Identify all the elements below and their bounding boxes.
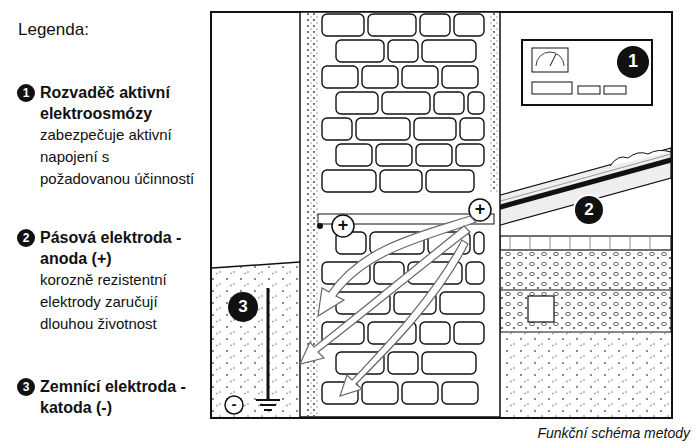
anode-terminal	[332, 215, 354, 237]
soil	[212, 262, 300, 417]
callout-number: 3	[23, 380, 30, 394]
callout-circle	[228, 292, 258, 322]
callout-circle	[574, 195, 604, 225]
legend-marker	[17, 378, 35, 396]
legend-marker	[17, 84, 35, 102]
callout-circle	[617, 46, 649, 78]
cathode-terminal	[225, 396, 243, 414]
callout-number: 2	[23, 231, 30, 245]
anode-channel	[497, 148, 671, 226]
legend-item: Zemnící elektroda - katoda (-)	[40, 376, 205, 418]
floor	[500, 236, 671, 250]
stone-wall	[300, 12, 500, 417]
legend-item: Pásová elektroda - anoda (+)	[40, 227, 205, 269]
callout-number: 3	[238, 297, 247, 317]
legend-heading: Legenda:	[18, 20, 89, 40]
polarity-sign: +	[475, 199, 486, 221]
legend-item: Rozvaděč aktivní elektroosmózy	[40, 82, 205, 124]
legend-note: korozně rezistentní elektrody zaručují d…	[40, 269, 200, 335]
callout-number: 2	[584, 200, 593, 220]
current-arrows	[300, 216, 476, 396]
callout-number: 1	[628, 51, 638, 73]
distribution-box	[522, 40, 652, 105]
legend-note: zabezpečuje aktivní napojení s požadovan…	[40, 124, 200, 190]
frame	[211, 12, 672, 418]
callout-number: 1	[23, 86, 30, 100]
polarity-sign: +	[338, 215, 349, 237]
figure-caption: Funkční schéma metody	[537, 425, 690, 442]
ground-electrode	[267, 288, 270, 400]
polarity-sign: -	[232, 395, 237, 413]
legend-marker	[17, 229, 35, 247]
